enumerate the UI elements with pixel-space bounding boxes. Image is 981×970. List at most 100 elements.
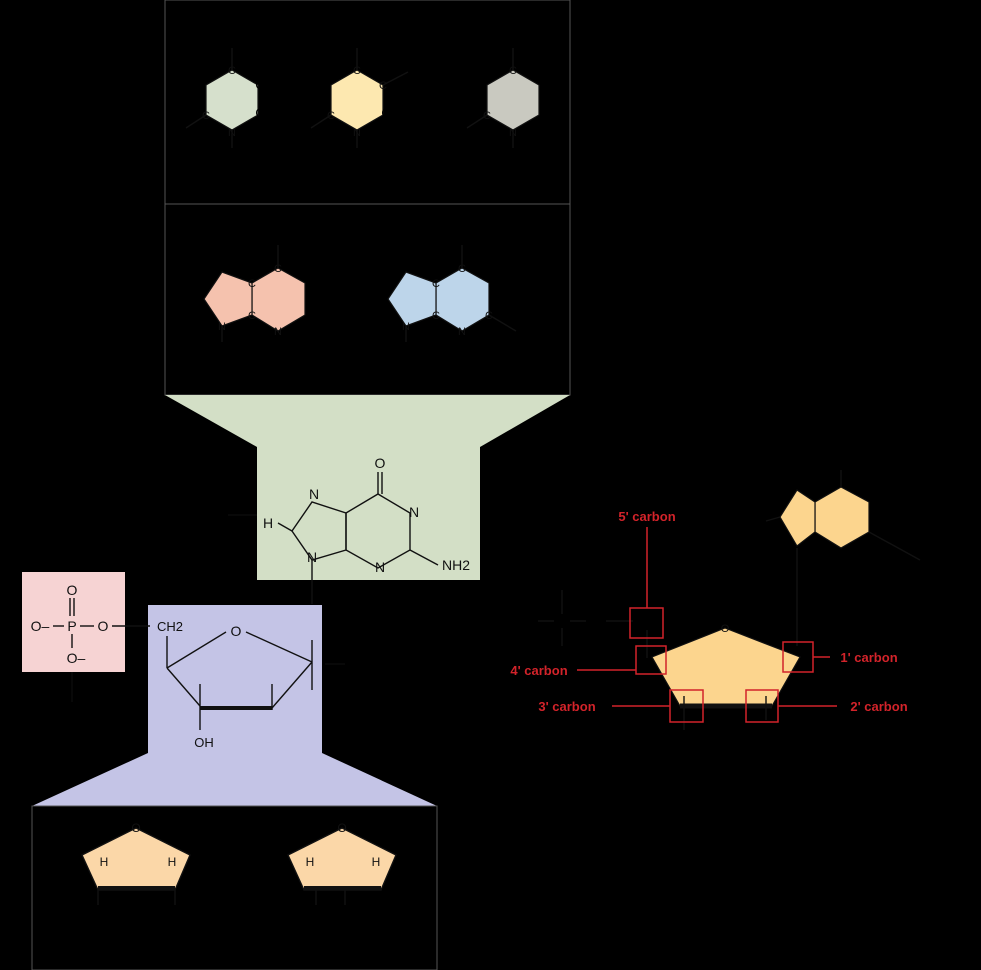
base-n: N bbox=[307, 549, 317, 565]
base-ring5 bbox=[291, 501, 347, 561]
atom-label: C bbox=[483, 110, 491, 122]
deoxy-o: O bbox=[131, 821, 140, 835]
carbon-base-ring5 bbox=[779, 489, 816, 547]
sugar-ring-o: O bbox=[231, 623, 242, 639]
base-h: H bbox=[263, 515, 273, 531]
atom-label: HC bbox=[183, 292, 201, 306]
ribose-h: H bbox=[306, 855, 315, 869]
deoxyribose-label: Deoxyribose (in DNA) bbox=[72, 938, 198, 953]
purines-header: Purines bbox=[343, 207, 390, 223]
deoxy-h: H bbox=[100, 855, 109, 869]
ribose-hoch2: HOCH2 bbox=[265, 819, 307, 833]
guanine-structure: O N H N N N NH2 bbox=[263, 455, 470, 604]
thymine-molecule: O CH3 HN C C CH N C O H Thymine (in DNA)… bbox=[296, 31, 440, 197]
atom-label: C bbox=[432, 278, 440, 290]
phosphate-box bbox=[22, 572, 125, 672]
base-o: O bbox=[375, 455, 386, 471]
guanine-label: Guanine bbox=[435, 358, 484, 373]
deoxy-h: H bbox=[156, 907, 165, 921]
atom-label: H bbox=[353, 149, 361, 161]
atom-label: CH bbox=[255, 78, 272, 92]
ribose-oh: OH bbox=[336, 907, 354, 921]
phosphate-o: O bbox=[67, 582, 78, 598]
atom-label: N bbox=[353, 127, 361, 139]
atom-label: C bbox=[458, 263, 466, 275]
base-label: Base bbox=[190, 507, 220, 522]
deoxy-h: H bbox=[72, 875, 81, 889]
phosphate-o-minus: O– bbox=[67, 650, 86, 666]
atom-label: C bbox=[327, 110, 335, 122]
uracil-abbr: U bbox=[509, 183, 518, 197]
atom-label: N bbox=[228, 127, 236, 139]
adenine-molecule: NH2 N C N HC C C N CH N H Adenine A bbox=[183, 229, 324, 390]
two-carbon-label: 2' carbon bbox=[850, 699, 907, 714]
atom-label: C bbox=[485, 310, 493, 322]
adenine-nh2: NH2 bbox=[276, 229, 300, 243]
four-carbon-label: 4' carbon bbox=[510, 663, 567, 678]
ribose-label: Ribose (in RNA) bbox=[295, 938, 389, 953]
five-carbon-label: 5' carbon bbox=[618, 509, 675, 524]
sugar-structure: CH2 O OH bbox=[112, 619, 313, 750]
atom-label: N bbox=[406, 261, 414, 273]
atom-label: H bbox=[509, 149, 517, 161]
atom-label: N bbox=[402, 321, 410, 333]
atom-label: O bbox=[171, 129, 180, 143]
guanine-o: O bbox=[457, 229, 466, 243]
carbon-base-h: H bbox=[752, 514, 761, 528]
bases-panel bbox=[164, 0, 571, 396]
ribose-o: O bbox=[337, 821, 346, 835]
guanine-ring5 bbox=[387, 271, 437, 327]
deoxyribose-molecule: HOCH2 O OH H H H H OH H Deoxyribose (in … bbox=[55, 819, 207, 953]
sugar-label-line1: Deoxyribose bbox=[366, 656, 438, 671]
sugar-label-line3: sugar bbox=[368, 688, 401, 703]
carbon-ch2: CH2 bbox=[636, 616, 658, 628]
atom-label: HC bbox=[367, 292, 385, 306]
atom-label: N bbox=[196, 78, 205, 92]
ribose-oh: OH bbox=[307, 907, 325, 921]
thymine-abbr: T bbox=[353, 183, 361, 197]
pyrimidines-header: Pyrimidines bbox=[331, 4, 403, 20]
atom-label: H bbox=[218, 343, 226, 355]
deoxy-h: H bbox=[168, 855, 177, 869]
atom-label: N bbox=[222, 261, 230, 273]
atom-label: C bbox=[202, 110, 210, 122]
atom-label: C bbox=[248, 278, 256, 290]
guanine-molecule: O NH2 N C NH HC C C N C N H Guanine G bbox=[367, 229, 550, 390]
sugar-funnel bbox=[32, 753, 437, 806]
atom-label: CH bbox=[307, 308, 324, 322]
atom-label: C bbox=[274, 263, 282, 275]
sugar-bold-bond bbox=[200, 706, 272, 710]
atom-label: N bbox=[509, 127, 517, 139]
phosphate-p: P bbox=[67, 618, 76, 634]
atom-label: HN bbox=[469, 78, 486, 92]
adenine-abbr: A bbox=[251, 376, 259, 390]
carbon-base-nh2: NH2 bbox=[933, 558, 957, 572]
deoxy-hoch2: HOCH2 bbox=[55, 819, 97, 833]
deoxy-oh: OH bbox=[89, 907, 107, 921]
thymine-o: O bbox=[352, 31, 361, 45]
deoxy-h: H bbox=[194, 875, 203, 889]
one-carbon-label: 1' carbon bbox=[840, 650, 897, 665]
uracil-o: O bbox=[508, 31, 517, 45]
atom-label: C bbox=[509, 65, 517, 77]
cytosine-nh2: NH2 bbox=[232, 31, 256, 45]
bases-funnel bbox=[165, 395, 570, 447]
base-n: N bbox=[375, 559, 385, 575]
atom-label: C bbox=[353, 65, 361, 77]
ribose-h: H bbox=[372, 855, 381, 869]
base-n: N bbox=[409, 504, 419, 520]
deoxy-oh: OH bbox=[189, 819, 207, 833]
ribose-oh: OH bbox=[397, 819, 415, 833]
atom-label: C bbox=[432, 310, 440, 322]
cytosine-abbr: C bbox=[224, 183, 233, 197]
ribose-h: H bbox=[278, 875, 287, 889]
atom-label: N bbox=[218, 321, 226, 333]
atom-label: N bbox=[307, 278, 315, 290]
sugar-ch2: CH2 bbox=[157, 619, 183, 634]
carbon-base-ring6 bbox=[814, 486, 870, 549]
atom-label: NH bbox=[488, 276, 505, 290]
base-nh2: NH2 bbox=[442, 557, 470, 573]
four-carbon-box bbox=[635, 645, 667, 675]
atom-label: H bbox=[402, 343, 410, 355]
